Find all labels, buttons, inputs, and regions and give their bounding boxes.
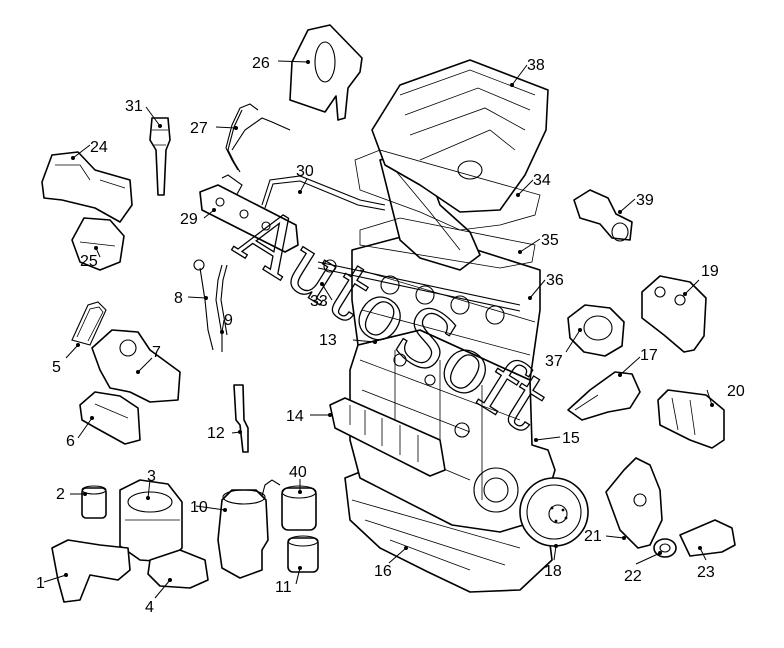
callout-29: 29 (180, 211, 198, 228)
callout-1: 1 (36, 575, 45, 592)
cover-gasket (354, 149, 541, 231)
callout-17: 17 (640, 347, 658, 364)
vacuum-pump (567, 304, 625, 357)
engine-mount-upper (41, 151, 133, 223)
callout-5: 5 (52, 359, 61, 376)
dipstick (199, 267, 214, 351)
callout-36: 36 (546, 272, 564, 289)
callout-38: 38 (527, 57, 545, 74)
oil-filter-element (281, 487, 317, 531)
thermostat-housing (573, 189, 633, 241)
callout-2: 2 (56, 486, 65, 503)
callout-22: 22 (624, 568, 642, 585)
callout-9: 9 (224, 312, 233, 329)
callout-37: 37 (545, 353, 563, 370)
callout-8: 8 (174, 290, 183, 307)
callout-25: 25 (80, 253, 98, 270)
callout-35: 35 (541, 232, 559, 249)
injector (149, 117, 171, 196)
callout-26: 26 (252, 55, 270, 72)
callout-7: 7 (152, 344, 161, 361)
timing-belt (71, 301, 107, 346)
engine-cover (371, 59, 549, 213)
crankshaft (329, 397, 446, 477)
leader-lines (43, 60, 714, 599)
callout-23: 23 (697, 564, 715, 581)
callout-39: 39 (636, 192, 654, 209)
callout-6: 6 (66, 433, 75, 450)
mounting-plate (147, 549, 209, 589)
water-outlet (567, 371, 641, 421)
torque-link (679, 519, 736, 557)
engine-block-group (317, 59, 589, 593)
oil-filter-housing (217, 489, 269, 579)
callout-27: 27 (190, 120, 208, 137)
accessory-bracket (605, 457, 663, 549)
callout-18: 18 (544, 563, 562, 580)
camshaft (317, 261, 521, 306)
oil-filter-cartridge (287, 537, 319, 573)
callout-13: 13 (319, 332, 337, 349)
callout-numbers: 26 38 31 27 24 30 34 39 29 35 25 36 19 8… (36, 55, 745, 616)
callout-30: 30 (296, 163, 314, 180)
callout-4: 4 (145, 599, 154, 616)
callout-34: 34 (533, 172, 551, 189)
filter-bracket (51, 539, 131, 603)
callout-14: 14 (286, 408, 304, 425)
flywheel (519, 477, 589, 547)
fuel-filter-small (81, 487, 107, 519)
callout-24: 24 (90, 139, 108, 156)
dipstick-tube (215, 264, 228, 352)
callout-21: 21 (584, 528, 602, 545)
callout-19: 19 (701, 263, 719, 280)
pump-housing (79, 391, 141, 445)
temperature-sensor (233, 384, 249, 453)
callout-3: 3 (147, 468, 156, 485)
callout-33: 33 (310, 293, 328, 310)
starter-motor (657, 389, 725, 449)
callout-10: 10 (190, 499, 208, 516)
callout-12: 12 (207, 425, 225, 442)
callout-31: 31 (125, 98, 143, 115)
callout-40: 40 (289, 464, 307, 481)
fuel-return-line (261, 175, 386, 206)
acoustic-cover (289, 24, 363, 121)
high-pressure-pump (641, 275, 707, 353)
callout-11: 11 (275, 579, 292, 596)
callout-16: 16 (374, 563, 392, 580)
head-gasket (359, 217, 536, 269)
callout-20: 20 (727, 383, 745, 400)
callout-15: 15 (562, 430, 580, 447)
oil-pump (91, 329, 181, 403)
injection-pipes (221, 103, 291, 197)
